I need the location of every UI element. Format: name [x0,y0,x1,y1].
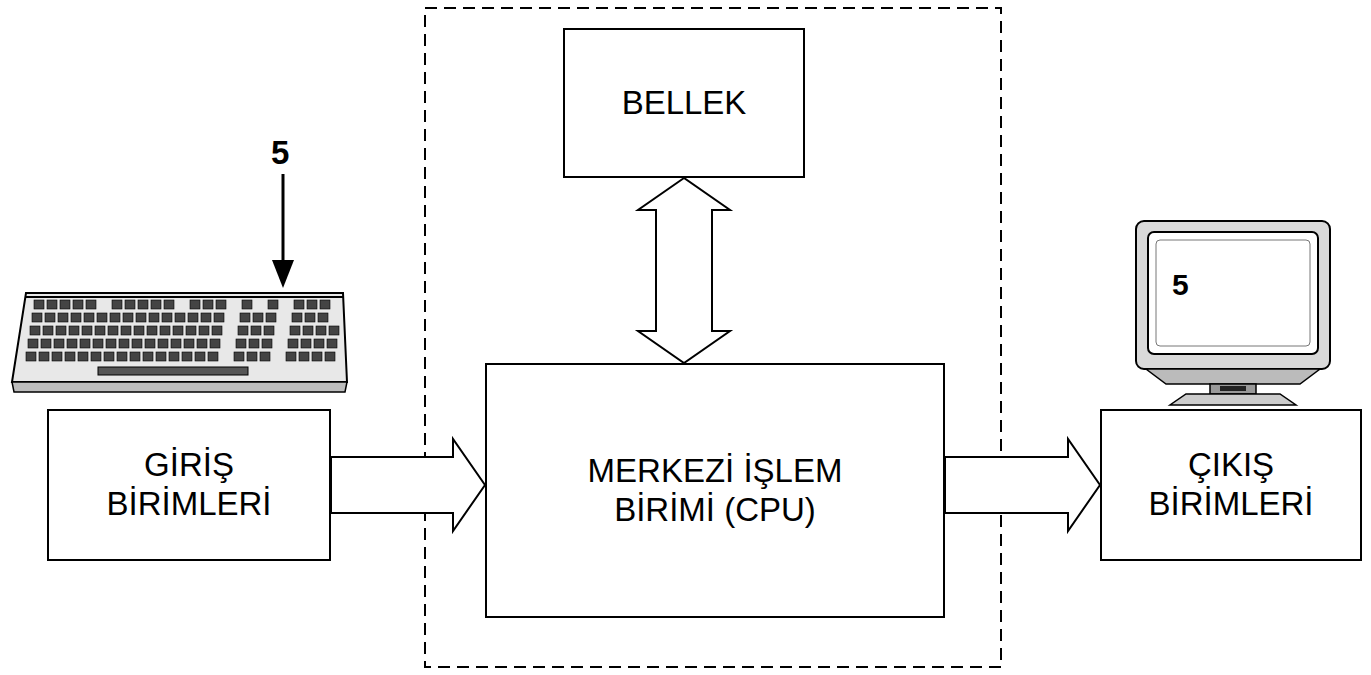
memory-box: BELLEK [563,28,805,178]
box-label: MERKEZİ İŞLEM BİRİMİ (CPU) [550,452,880,530]
block-arrow [945,439,1100,531]
key-press-arrow [272,174,294,288]
block-arrow [638,178,730,363]
monitor-illustration [1136,221,1330,405]
output-units-box: ÇIKIŞ BİRİMLERİ [1100,409,1362,561]
callout-number: 5 [271,136,289,169]
computer-boundary [425,8,1001,667]
keyboard-illustration [12,293,347,392]
box-label: GİRİŞ BİRİMLERİ [74,446,304,524]
box-label: ÇIKIŞ BİRİMLERİ [1116,446,1346,524]
box-label: BELLEK [622,84,747,123]
cpu-box: MERKEZİ İŞLEM BİRİMİ (CPU) [485,363,945,618]
screen-number: 5 [1172,270,1189,300]
block-arrow [331,439,485,531]
input-units-box: GİRİŞ BİRİMLERİ [47,409,331,561]
